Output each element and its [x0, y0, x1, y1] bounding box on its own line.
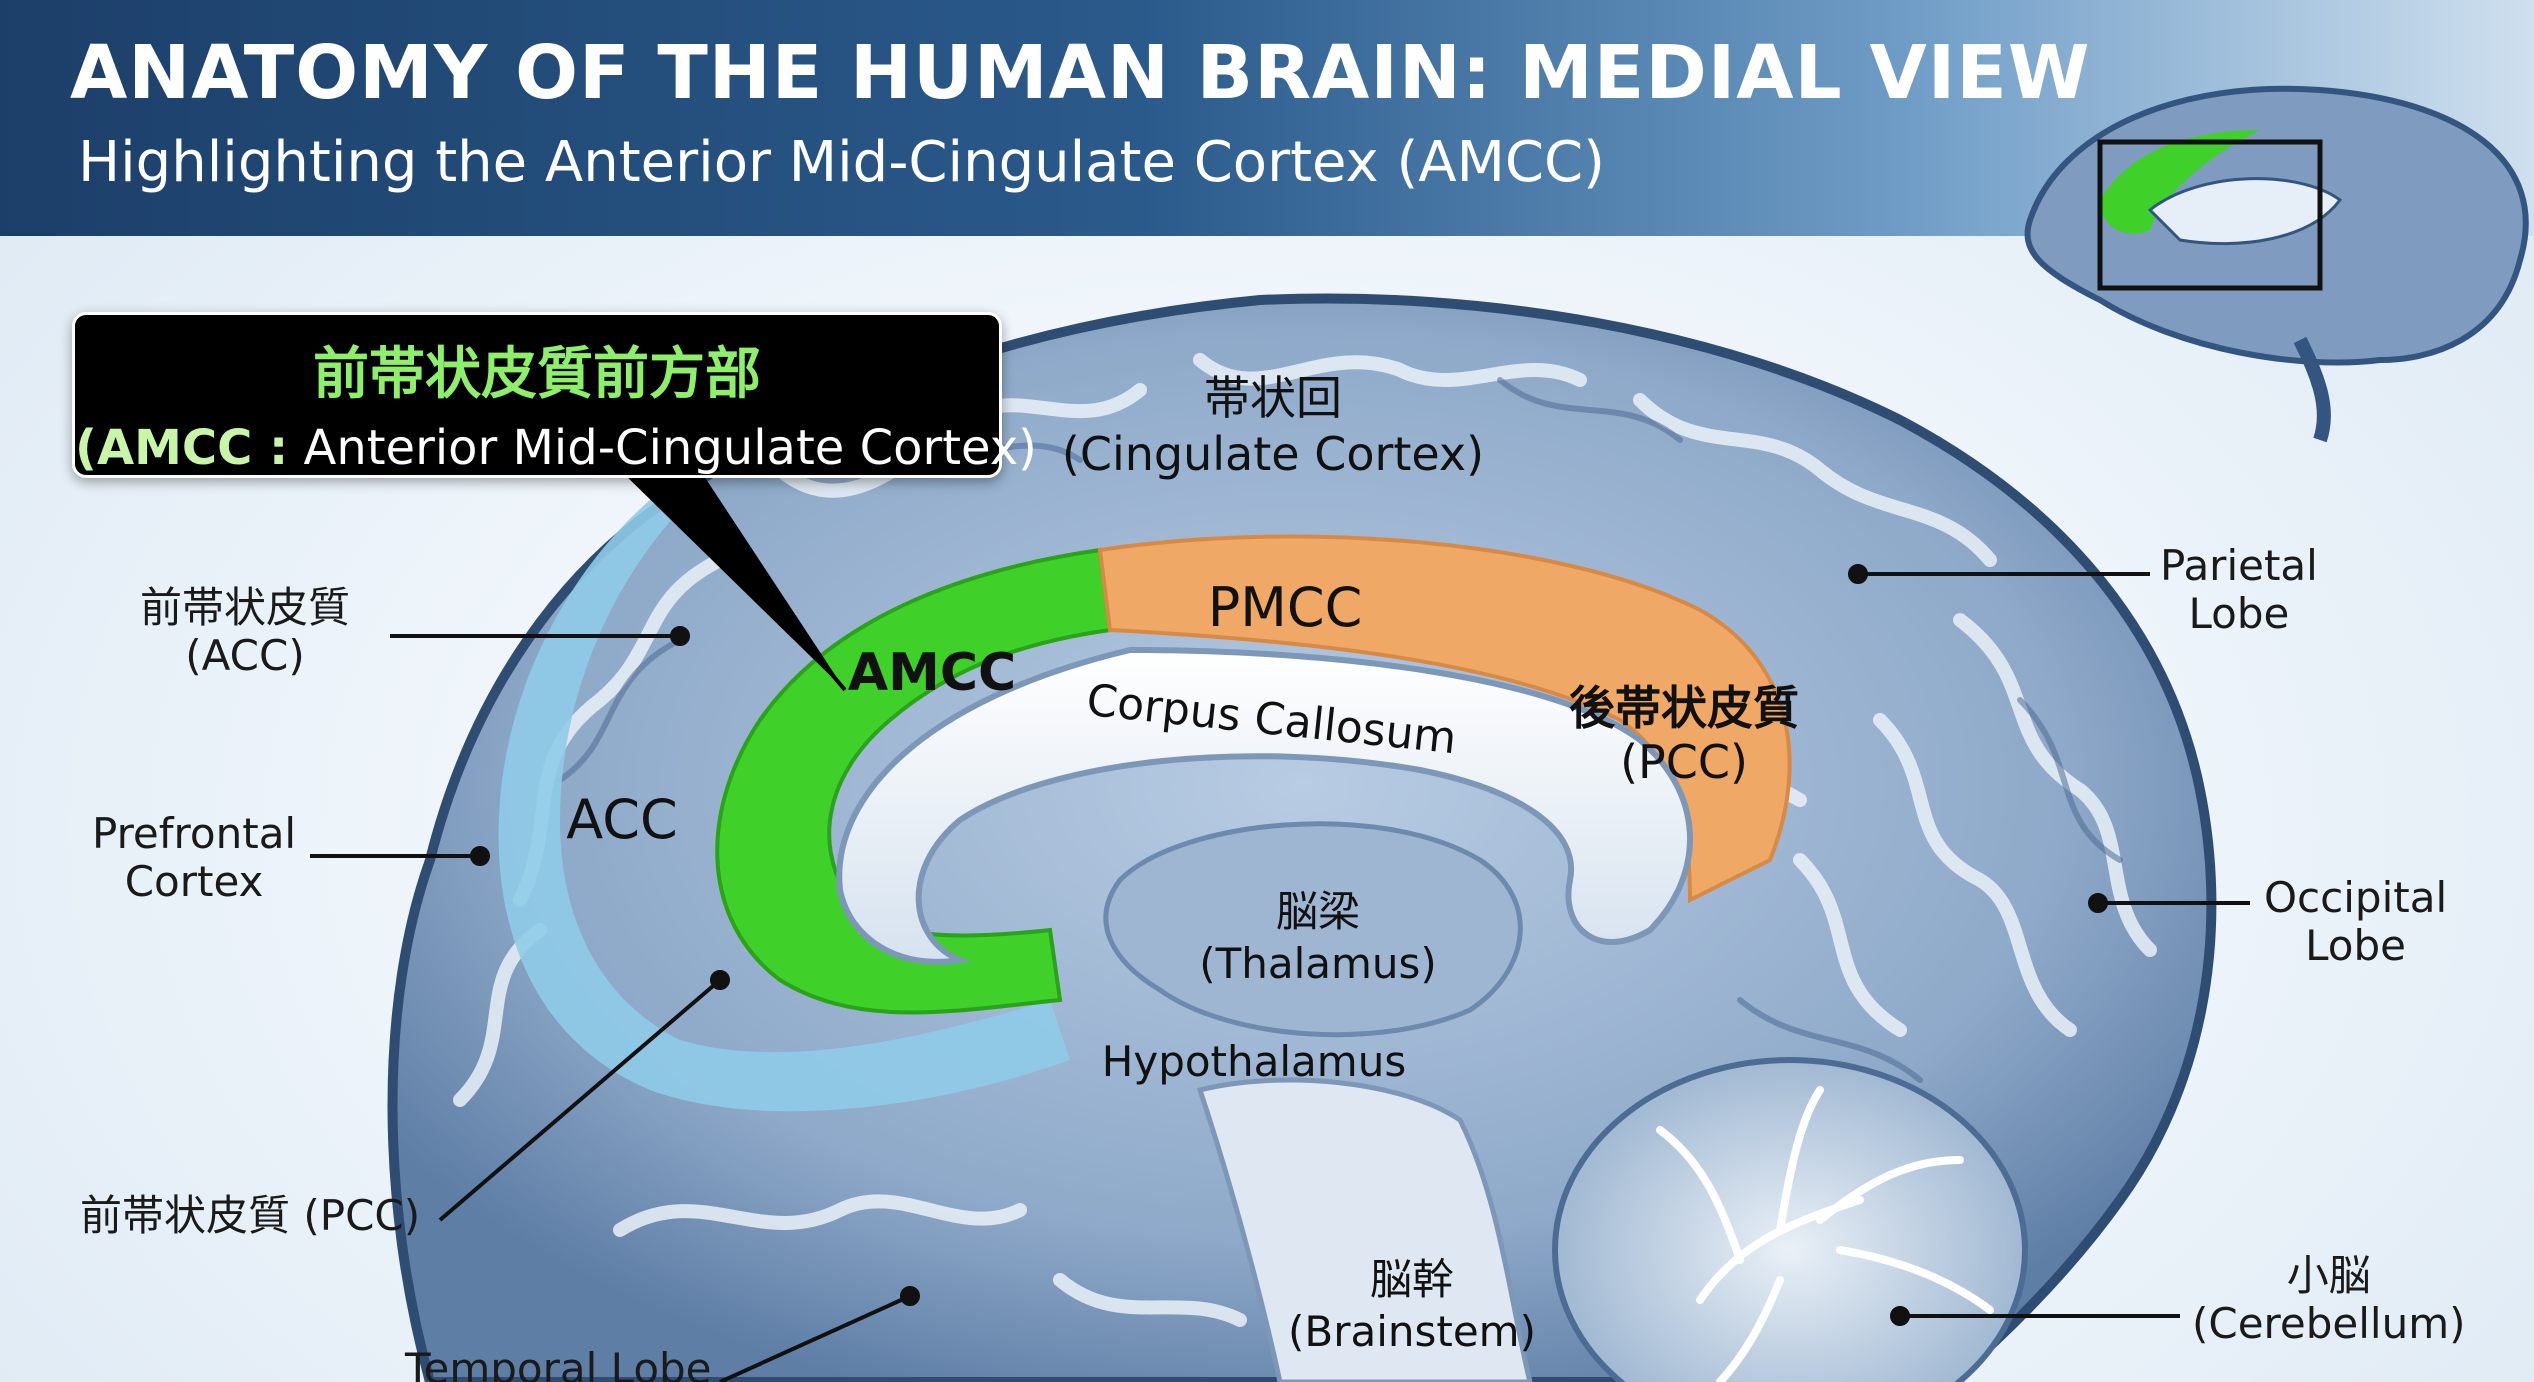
label-hypothalamus: Hypothalamus [1102, 1037, 1406, 1086]
label-prefrontal-2: Cortex [124, 857, 264, 907]
brainstem-region [1196, 1077, 1533, 1382]
thalamus-region [1103, 821, 1523, 1038]
label-acc-side-en: (ACC) [185, 631, 305, 681]
amcc-region [715, 547, 1113, 1015]
leader-lines [310, 564, 2250, 1382]
label-brainstem-jp: 脳幹 [1370, 1255, 1454, 1304]
amcc-callout: 前帯状皮質前方部 (AMCC : Anterior Mid-Cingulate … [72, 312, 1037, 478]
callout-pointer [620, 470, 845, 690]
label-parietal-2: Lobe [2188, 589, 2290, 639]
inset-brain [2024, 85, 2529, 443]
label-occipital-2: Lobe [2305, 921, 2406, 971]
label-prefrontal-1: Prefrontal [92, 809, 297, 858]
label-pcc-jp: 後帯状皮質 [1569, 681, 1799, 735]
label-thalamus-jp: 脳梁 [1276, 887, 1360, 936]
callout-full-name: Anterior Mid-Cingulate Cortex) [288, 420, 1037, 476]
label-parietal-1: Parietal [2160, 541, 2318, 590]
label-pcc-left: 前帯状皮質 (PCC) [80, 1191, 421, 1240]
label-occipital: Occipital Lobe [2264, 873, 2448, 971]
label-amcc: AMCC [848, 643, 1016, 703]
label-cingulate-en: (Cingulate Cortex) [1062, 427, 1484, 481]
label-thalamus-en: (Thalamus) [1199, 939, 1437, 988]
label-pcc-en: (PCC) [1620, 735, 1748, 789]
page-title: ANATOMY OF THE HUMAN BRAIN: MEDIAL VIEW [70, 30, 2091, 116]
label-pmcc: PMCC [1208, 576, 1363, 639]
corpus-callosum [836, 646, 1693, 965]
label-temporal: Temporal Lobe [405, 1344, 712, 1382]
header-banner: ANATOMY OF THE HUMAN BRAIN: MEDIAL VIEW … [0, 0, 2534, 236]
cerebellum-region [1552, 1057, 2028, 1382]
label-acc-side: 前帯状皮質 (ACC) [140, 583, 351, 681]
acc-region [498, 500, 1071, 1112]
label-brainstem-en: (Brainstem) [1288, 1307, 1536, 1356]
label-cerebellum-en: (Cerebellum) [2192, 1299, 2466, 1349]
label-acc-side-jp: 前帯状皮質 [140, 583, 351, 632]
pmcc-region [1097, 534, 1792, 904]
callout-abbr: (AMCC : [75, 420, 289, 476]
callout-title-jp: 前帯状皮質前方部 [313, 342, 761, 407]
inset-highlight-box [2097, 139, 2323, 291]
label-cerebellum: 小脳 (Cerebellum) [2192, 1251, 2466, 1349]
label-prefrontal: Prefrontal Cortex [92, 809, 297, 907]
page-subtitle: Highlighting the Anterior Mid-Cingulate … [78, 130, 1605, 195]
label-cerebellum-jp: 小脳 [2286, 1251, 2371, 1300]
label-acc: ACC [566, 788, 677, 851]
label-occipital-1: Occipital [2264, 873, 2448, 922]
label-parietal: Parietal Lobe [2160, 541, 2318, 639]
callout-title-en: (AMCC : Anterior Mid-Cingulate Cortex) [75, 420, 1037, 476]
label-cingulate-jp: 帯状回 [1204, 371, 1342, 425]
